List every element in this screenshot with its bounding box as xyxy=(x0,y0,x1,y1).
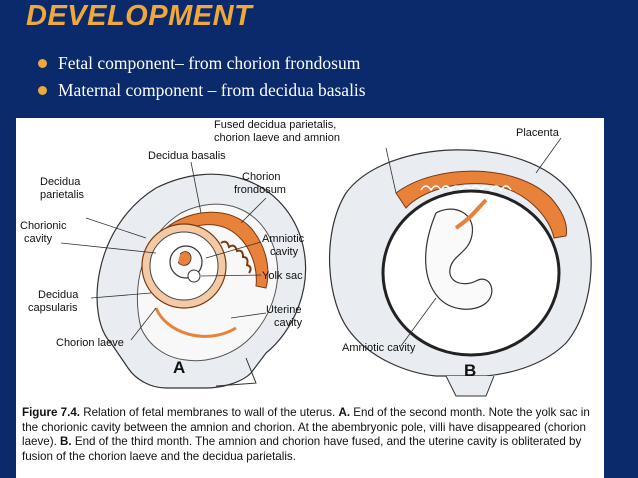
leader-lines xyxy=(60,137,562,347)
caption-figure-label: Figure 7.4. xyxy=(22,406,80,419)
label-fused-1: Fused decidua parietalis, xyxy=(214,119,336,131)
label-chorion-laeve: Chorion laeve xyxy=(56,337,124,349)
caption-text-2: End of the second month. Note the yolk s… xyxy=(22,406,590,449)
label-uterine-cavity-2: cavity xyxy=(274,317,303,329)
caption-text-3: End of the third month. The amnion and c… xyxy=(22,435,582,463)
bullet-text: Maternal component – from decidua basali… xyxy=(58,80,366,100)
label-amniotic-cavity-a-1: Amniotic xyxy=(262,233,305,245)
caption-text-1: Relation of fetal membranes to wall of t… xyxy=(83,406,336,419)
slide-title: DEVELOPMENT xyxy=(26,0,253,32)
label-fused-2: chorion laeve and amnion xyxy=(214,132,340,144)
bullet-item: Maternal component – from decidua basali… xyxy=(38,77,366,104)
figure-7-4: Fused decidua parietalis, chorion laeve … xyxy=(16,118,604,478)
label-chorion-frondosum-2: frondosum xyxy=(234,184,286,196)
label-decidua-capsularis-2: capsularis xyxy=(28,302,78,314)
label-placenta: Placenta xyxy=(516,127,560,139)
label-panel-a: A xyxy=(173,358,185,377)
label-yolk-sac: Yolk sac xyxy=(262,270,303,282)
caption-panel-b: B. xyxy=(60,435,72,449)
figure-caption: Figure 7.4. Relation of fetal membranes … xyxy=(22,406,602,464)
uterus-diagram: Fused decidua parietalis, chorion laeve … xyxy=(20,119,592,397)
bullet-icon xyxy=(38,86,47,95)
panel-b-drawing xyxy=(328,149,592,397)
label-chorion-frondosum-1: Chorion xyxy=(242,171,281,183)
label-amniotic-cavity-a-2: cavity xyxy=(270,246,299,258)
label-chorionic-cavity-2: cavity xyxy=(24,233,53,245)
label-uterine-cavity-1: Uterine xyxy=(266,304,301,316)
label-decidua-parietalis-2: parietalis xyxy=(40,189,85,201)
label-decidua-basalis: Decidua basalis xyxy=(148,150,226,162)
label-panel-b: B xyxy=(464,361,476,380)
label-amniotic-cavity-b: Amniotic cavity xyxy=(342,342,416,354)
bullet-item: Fetal component– from chorion frondosum xyxy=(38,50,366,77)
label-chorionic-cavity-1: Chorionic xyxy=(20,220,67,232)
bullet-text: Fetal component– from chorion frondosum xyxy=(58,53,361,73)
caption-panel-a: A. xyxy=(338,406,351,419)
bullet-icon xyxy=(38,59,47,68)
label-decidua-parietalis-1: Decidua xyxy=(40,176,81,188)
panel-a-drawing xyxy=(96,173,306,389)
bullet-list: Fetal component– from chorion frondosum … xyxy=(38,50,366,104)
label-decidua-capsularis-1: Decidua xyxy=(38,289,79,301)
